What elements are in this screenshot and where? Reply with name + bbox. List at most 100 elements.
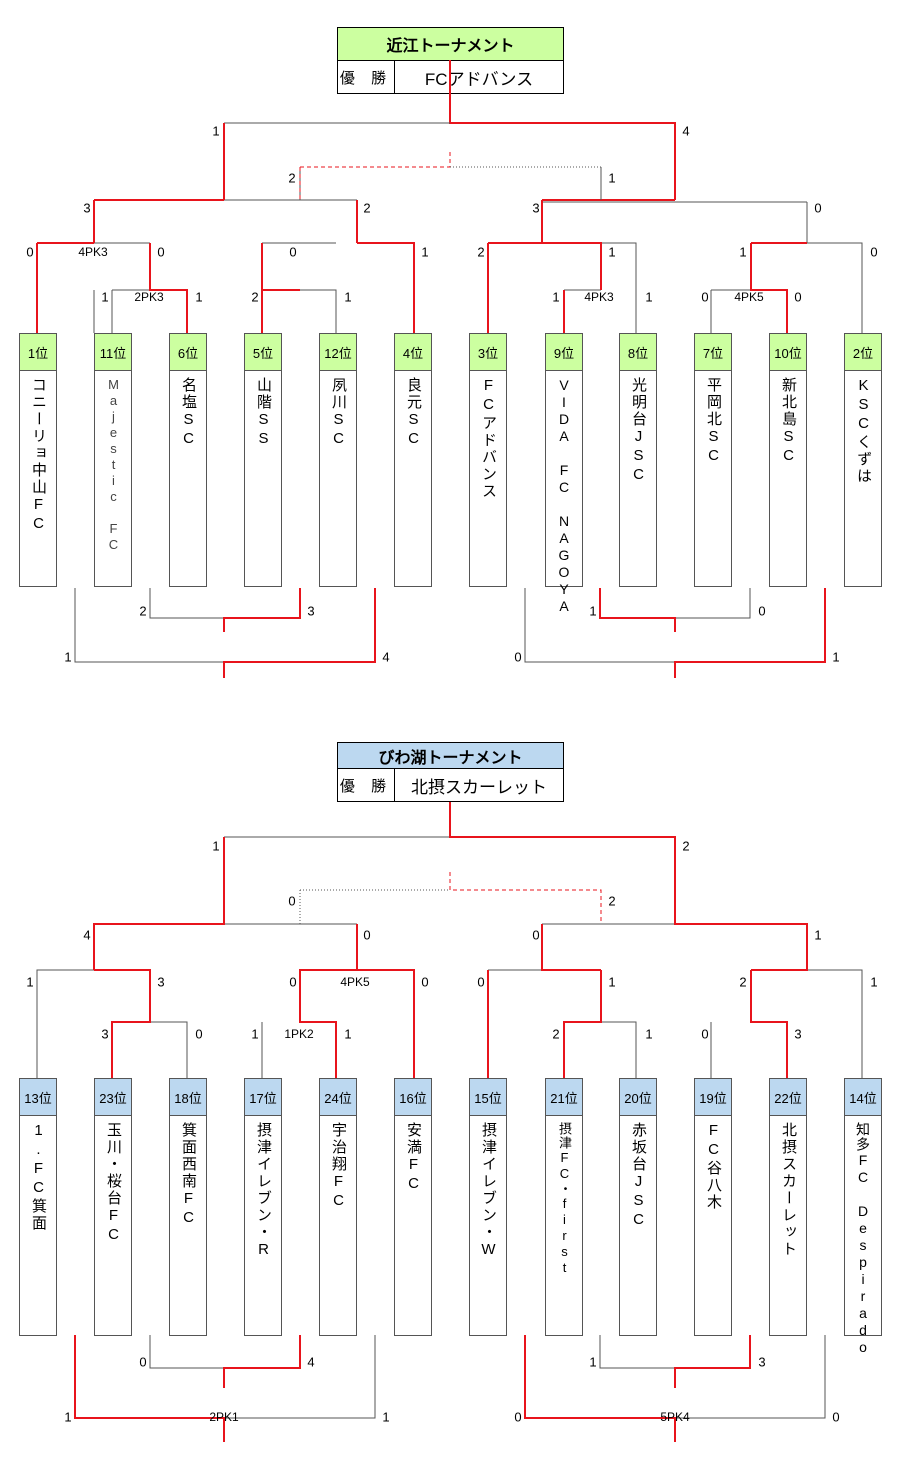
winner-name: 北摂スカーレット (411, 777, 547, 797)
score-r1-left: 3 (101, 1026, 109, 1042)
team-rank: 20位 (620, 1079, 656, 1116)
score-third-right: 1 (608, 170, 616, 186)
team-name: 箕面西南FC (180, 1122, 197, 1228)
score-c1-left: 2 (139, 603, 147, 619)
bracket-lines (36, 802, 863, 1442)
team-name: 摂津イレブン・W (480, 1122, 497, 1260)
team-rank: 17位 (245, 1079, 281, 1116)
team-name: 良元SC (405, 377, 422, 449)
team-box: 11位 Majestic FC (94, 333, 132, 587)
score-qf1-left: 1 (26, 974, 34, 990)
score-sf1-right: 0 (363, 927, 371, 943)
score-r2-left: 2 (251, 289, 259, 305)
team-name: 光明台JSC (630, 377, 647, 485)
pk-r4: 4PK5 (734, 290, 764, 304)
score-c4-left: 0 (514, 1409, 522, 1425)
score-final-left: 1 (212, 838, 220, 854)
team-rank: 22位 (770, 1079, 806, 1116)
score-c4-right: 0 (832, 1409, 840, 1425)
team-box: 16位安満FC (394, 1078, 432, 1336)
score-qf1-right: 0 (157, 244, 165, 260)
score-c2-right: 1 (382, 1409, 390, 1425)
score-third-left: 0 (288, 893, 296, 909)
score-r3-left: 2 (552, 1026, 560, 1042)
score-c3-right: 0 (758, 603, 766, 619)
score-third-left: 2 (288, 170, 296, 186)
score-r4-left: 0 (701, 1026, 709, 1042)
team-box: 5位山階SS (244, 333, 282, 587)
team-box: 8位光明台JSC (619, 333, 657, 587)
score-final-left: 1 (212, 123, 220, 139)
team-box: 10位新北島SC (769, 333, 807, 587)
score-final-right: 2 (682, 838, 690, 854)
team-box: 23位玉川・桜台FC (94, 1078, 132, 1336)
team-rank: 16位 (395, 1079, 431, 1116)
score-qf2-right: 1 (421, 244, 429, 260)
score-c3-right: 3 (758, 1354, 766, 1370)
team-box: 20位赤坂台JSC (619, 1078, 657, 1336)
team-name: 宇治翔FC (330, 1122, 347, 1211)
team-rank: 1位 (20, 334, 56, 371)
score-c3-left: 1 (589, 603, 597, 619)
score-qf4-left: 2 (739, 974, 747, 990)
score-r3-right: 1 (645, 1026, 653, 1042)
team-rank: 11位 (95, 334, 131, 371)
score-c2-left: 1 (64, 649, 72, 665)
team-name: 安満FC (405, 1122, 422, 1194)
team-name: KSCくずは (855, 377, 872, 485)
score-sf2-right: 1 (814, 927, 822, 943)
score-c4-right: 1 (832, 649, 840, 665)
team-rank: 6位 (170, 334, 206, 371)
team-rank: 12位 (320, 334, 356, 371)
team-box: 12位夙川SC (319, 333, 357, 587)
pk-r1: 2PK3 (134, 290, 164, 304)
team-name: 山階SS (255, 377, 272, 449)
pk-r2: 1PK2 (284, 1027, 314, 1041)
team-rank: 14位 (845, 1079, 881, 1116)
pk-c2: 2PK1 (209, 1410, 239, 1424)
score-qf4-right: 1 (870, 974, 878, 990)
team-box: 21位摂津FC・first (545, 1078, 583, 1336)
team-box: 6位名塩SC (169, 333, 207, 587)
score-c2-left: 1 (64, 1409, 72, 1425)
score-r4-right: 3 (794, 1026, 802, 1042)
team-box: 7位平岡北SC (694, 333, 732, 587)
score-c4-left: 0 (514, 649, 522, 665)
team-name: 平岡北SC (705, 377, 722, 466)
score-c2-right: 4 (382, 649, 390, 665)
team-rank: 2位 (845, 334, 881, 371)
team-rank: 19位 (695, 1079, 731, 1116)
omi-title-box: 近江トーナメント 優 勝 FCアドバンス (337, 27, 564, 94)
team-name: 名塩SC (180, 377, 197, 449)
team-box: 2位 KSCくずは (844, 333, 882, 587)
team-name: 北摂スカーレット (780, 1122, 797, 1258)
score-r4-right: 0 (794, 289, 802, 305)
team-box: 1位コニーリョ中山FC (19, 333, 57, 587)
score-qf3-left: 2 (477, 244, 485, 260)
score-c1-left: 0 (139, 1354, 147, 1370)
team-rank: 3位 (470, 334, 506, 371)
team-rank: 4位 (395, 334, 431, 371)
winner-label: 優 勝 (338, 61, 395, 93)
team-name: 摂津FC・first (557, 1122, 572, 1276)
winner-row: 優 勝 北摂スカーレット (338, 769, 563, 801)
omi-tournament: 近江トーナメント 優 勝 FCアドバンス (0, 0, 900, 700)
score-final-right: 4 (682, 123, 690, 139)
team-box: 4位良元SC (394, 333, 432, 587)
score-qf1-left: 0 (26, 244, 34, 260)
bracket-lines (36, 60, 863, 678)
team-rank: 5位 (245, 334, 281, 371)
score-r1-right: 0 (195, 1026, 203, 1042)
pk-qf2: 4PK5 (340, 975, 370, 989)
score-sf2-left: 0 (532, 927, 540, 943)
team-rank: 7位 (695, 334, 731, 371)
team-box: 15位摂津イレブン・W (469, 1078, 507, 1336)
team-name: Majestic FC (106, 377, 121, 553)
team-box: 17位摂津イレブン・R (244, 1078, 282, 1336)
score-qf2-left: 0 (289, 244, 297, 260)
score-sf2-right: 0 (814, 200, 822, 216)
winner-name: FCアドバンス (424, 69, 534, 89)
team-rank: 24位 (320, 1079, 356, 1116)
